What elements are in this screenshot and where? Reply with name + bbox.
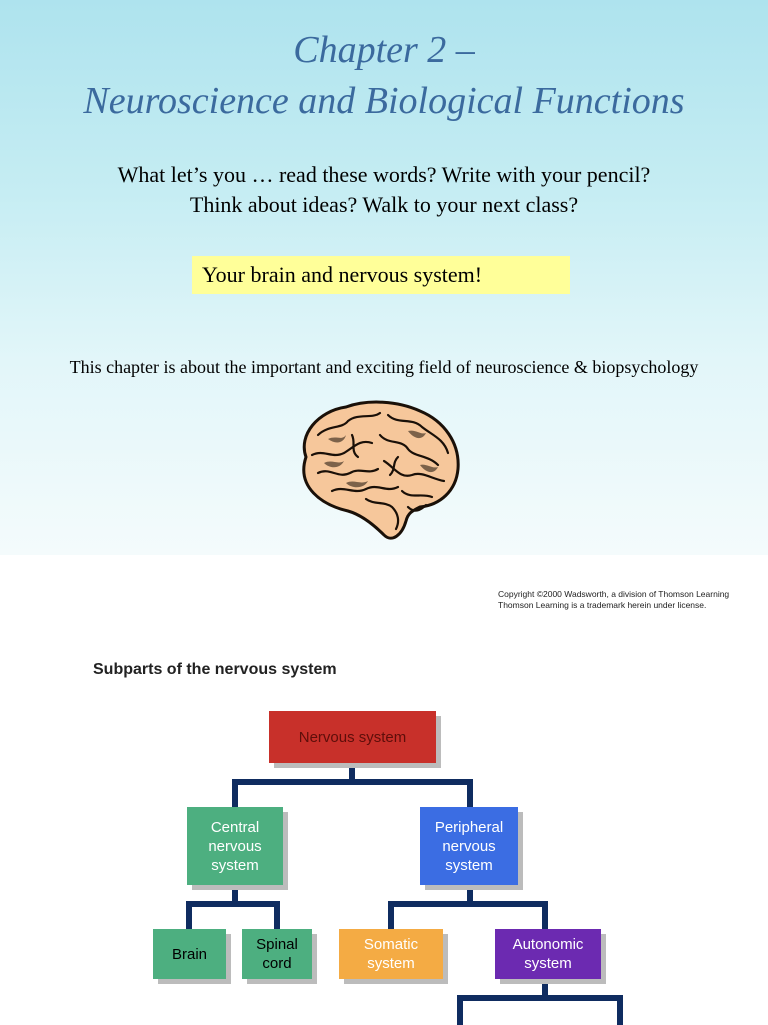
connector-autonomic-right: [617, 995, 623, 1025]
copyright-line2: Thomson Learning is a trademark herein u…: [498, 600, 707, 610]
node-somatic-system: Somatic system: [339, 929, 443, 979]
chapter-description: This chapter is about the important and …: [69, 357, 699, 377]
connector-level1-bar: [232, 779, 472, 785]
chapter-title-line1: Chapter 2 –: [293, 29, 475, 71]
connector-autonomic-left: [457, 995, 463, 1025]
brain-clipart-icon: [302, 400, 460, 540]
node-spinal-cord: Spinal cord: [242, 929, 312, 979]
diagram-title: Subparts of the nervous system: [93, 661, 337, 678]
connector-to-autonomic: [542, 901, 548, 929]
copyright-notice: Copyright ©2000 Wadsworth, a division of…: [498, 589, 729, 611]
node-nervous-system: Nervous system: [269, 711, 436, 763]
connector-to-spinal: [274, 901, 280, 929]
node-central-nervous-system: Central nervous system: [187, 807, 283, 885]
connector-autonomic-stem: [542, 979, 548, 1001]
highlighted-answer: Your brain and nervous system!: [192, 256, 570, 294]
connector-to-central: [232, 779, 238, 807]
connector-root-stem: [349, 763, 355, 785]
question-line1: What let’s you … read these words? Write…: [117, 162, 651, 187]
slide-2: Copyright ©2000 Wadsworth, a division of…: [0, 555, 768, 1025]
connector-central-stem: [232, 885, 238, 905]
connector-to-somatic: [388, 901, 394, 929]
node-brain: Brain: [153, 929, 226, 979]
connector-peripheral-bar: [388, 901, 548, 907]
connector-central-bar: [186, 901, 280, 907]
copyright-line1: Copyright ©2000 Wadsworth, a division of…: [498, 589, 730, 599]
connector-to-brain: [186, 901, 192, 929]
node-autonomic-system: Autonomic system: [495, 929, 601, 979]
connector-peripheral-stem: [467, 885, 473, 905]
chapter-title-line2: Neuroscience and Biological Functions: [83, 80, 685, 122]
connector-to-peripheral: [467, 779, 473, 807]
question-line2: Think about ideas? Walk to your next cla…: [189, 192, 579, 217]
slide-1: Chapter 2 – Neuroscience and Biological …: [0, 0, 768, 555]
node-peripheral-nervous-system: Peripheral nervous system: [420, 807, 518, 885]
connector-autonomic-bar: [457, 995, 623, 1001]
